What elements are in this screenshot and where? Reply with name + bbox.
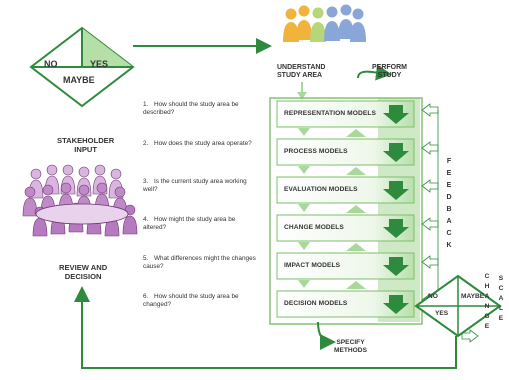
model-box (276, 243, 415, 288)
question-text: How does the study area operate? (154, 140, 252, 147)
up-arrow-icon (346, 281, 366, 289)
question-number: 5. (143, 255, 149, 262)
question-item: 4.How might the study area be altered? (143, 216, 258, 232)
arrow-specify-methods (317, 321, 336, 350)
table-icon (35, 203, 129, 225)
stakeholder-input-label: STAKEHOLDER INPUT (57, 136, 115, 154)
down-arrow-icon (383, 181, 409, 200)
down-arrow-icon (383, 143, 409, 162)
model-label: EVALUATION MODELS (284, 186, 358, 193)
diamond-right-maybe: MAYBE (461, 293, 485, 300)
question-number: 1. (143, 101, 149, 108)
question-number: 6. (143, 293, 149, 300)
down-arrow-icon (298, 166, 310, 174)
stakeholder-crowd-icon (22, 164, 138, 237)
diamond-top-yes: YES (90, 59, 109, 69)
question-text: What differences might the changes cause… (143, 255, 256, 270)
model-label: IMPACT MODELS (284, 262, 341, 269)
question-number: 3. (143, 178, 149, 185)
model-box (276, 281, 415, 318)
model-label: DECISION MODELS (284, 300, 348, 307)
understand-study-area-label: UNDERSTAND STUDY AREA (277, 64, 326, 79)
up-arrow-icon (346, 205, 366, 213)
down-arrow-icon (298, 128, 310, 136)
model-label: PROCESS MODELS (284, 148, 348, 155)
question-number: 2. (143, 140, 149, 147)
diamond-right-no: NO (428, 293, 438, 300)
feedback-arrow-icon (421, 141, 439, 155)
diamond-top-no: NO (44, 59, 58, 69)
feedback-arrow-icon (421, 103, 439, 117)
feedback-arrow-icon (421, 255, 439, 269)
model-label: CHANGE MODELS (284, 224, 344, 231)
arrow-perform (357, 64, 392, 81)
down-arrow-icon (298, 204, 310, 212)
question-item: 1.How should the study area be described… (143, 101, 258, 117)
down-arrow-icon (383, 105, 409, 124)
specify-methods-label: SPECIFY METHODS (334, 339, 367, 354)
diamond-top-maybe: MAYBE (63, 75, 95, 85)
model-label: REPRESENTATION MODELS (284, 110, 376, 117)
decision-diamond-top (29, 26, 135, 108)
diamond-right-yes: YES (435, 310, 449, 317)
question-number: 4. (143, 216, 149, 223)
perform-study-label: PERFORM STUDY (372, 64, 407, 79)
feedback-arrow-icon (421, 217, 439, 231)
model-box (276, 167, 415, 212)
question-text: Is the current study area working well? (143, 178, 247, 193)
down-arrow-icon (298, 242, 310, 250)
loop-back-arrow (74, 286, 457, 369)
model-box (276, 129, 415, 174)
question-item: 2. How does the study area operate? (143, 140, 258, 148)
feedback-arrow-icon (421, 179, 439, 193)
up-arrow-icon (346, 243, 366, 251)
question-item: 5.What differences might the changes cau… (143, 255, 258, 271)
model-box (276, 205, 415, 250)
up-arrow-icon (346, 129, 366, 137)
down-arrow-icon (298, 280, 310, 288)
review-decision-label: REVIEW AND DECISION (59, 263, 108, 281)
question-text: How might the study area be altered? (143, 216, 236, 231)
model-box (276, 100, 415, 136)
question-item: 6.How should the study area be changed? (143, 293, 258, 309)
down-arrow-icon (383, 257, 409, 276)
down-arrow-icon (383, 219, 409, 238)
decision-diamond-right (414, 274, 502, 338)
question-item: 3.Is the current study area working well… (143, 178, 258, 194)
scale-arrow-icon (461, 329, 479, 343)
person-icon (122, 204, 138, 235)
people-group-icon (283, 4, 366, 42)
question-text: How should the study area be changed? (143, 293, 239, 308)
question-text: How should the study area be described? (143, 101, 239, 116)
up-arrow-icon (346, 167, 366, 175)
down-arrow-icon (383, 295, 409, 314)
